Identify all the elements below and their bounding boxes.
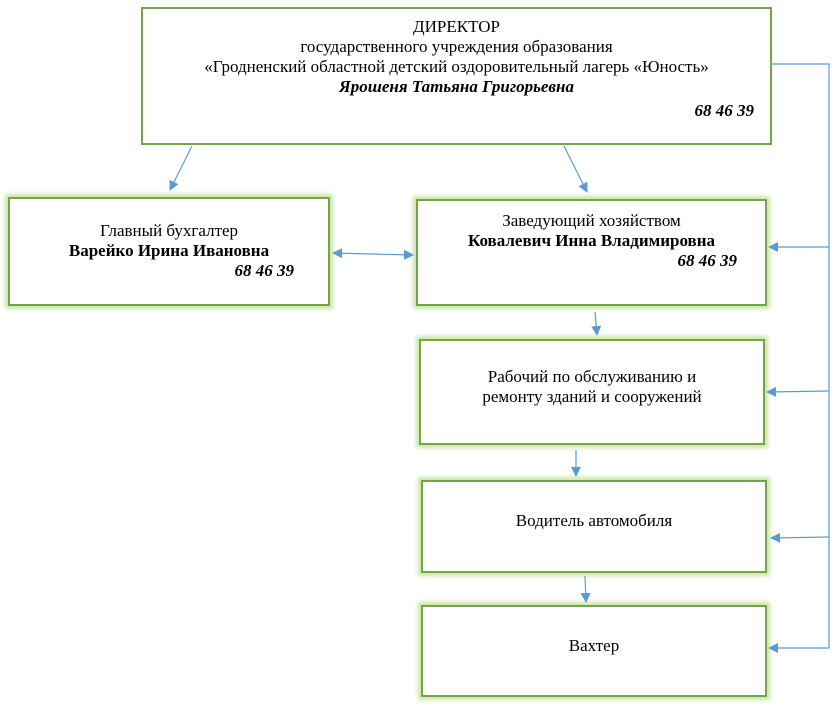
- director-org-line2: «Гродненский областной детский оздоровит…: [204, 57, 709, 76]
- director-box: ДИРЕКТОР государственного учреждения обр…: [141, 7, 772, 145]
- arrow-accountant-manager: [332, 248, 414, 260]
- driver-box: Водитель автомобиля: [421, 480, 767, 573]
- director-name: Ярошеня Татьяна Григорьевна: [339, 77, 574, 96]
- guard-box: Вахтер: [421, 605, 767, 697]
- manager-box: Заведующий хозяйством Ковалевич Инна Вла…: [416, 199, 767, 306]
- director-side-line: [772, 63, 830, 648]
- arrow-manager-to-worker: [591, 311, 602, 336]
- worker-line1: Рабочий по обслуживанию и: [487, 367, 697, 386]
- arrow-director-to-manager: [563, 145, 588, 193]
- manager-phone: 68 46 39: [677, 251, 738, 270]
- chief-accountant-box: Главный бухгалтер Варейко Ирина Ивановна…: [8, 197, 330, 306]
- director-title: ДИРЕКТОР: [413, 17, 500, 36]
- accountant-name: Варейко Ирина Ивановна: [68, 241, 270, 260]
- arrow-director-to-accountant: [169, 145, 193, 191]
- accountant-phone: 68 46 39: [234, 261, 295, 280]
- manager-title: Заведующий хозяйством: [502, 211, 681, 230]
- worker-box: Рабочий по обслуживанию и ремонту зданий…: [419, 339, 765, 445]
- guard-title: Вахтер: [568, 636, 620, 655]
- arrow-side-to-driver: [770, 532, 830, 543]
- worker-line2: ремонту зданий и сооружений: [482, 387, 702, 406]
- arrow-side-to-worker: [766, 386, 830, 397]
- manager-name: Ковалевич Инна Владимировна: [468, 231, 715, 250]
- director-phone: 68 46 39: [694, 101, 755, 120]
- driver-title: Водитель автомобиля: [515, 511, 673, 530]
- arrow-driver-to-guard: [580, 575, 591, 603]
- accountant-title: Главный бухгалтер: [99, 221, 239, 240]
- director-org-line1: государственного учреждения образования: [300, 37, 613, 56]
